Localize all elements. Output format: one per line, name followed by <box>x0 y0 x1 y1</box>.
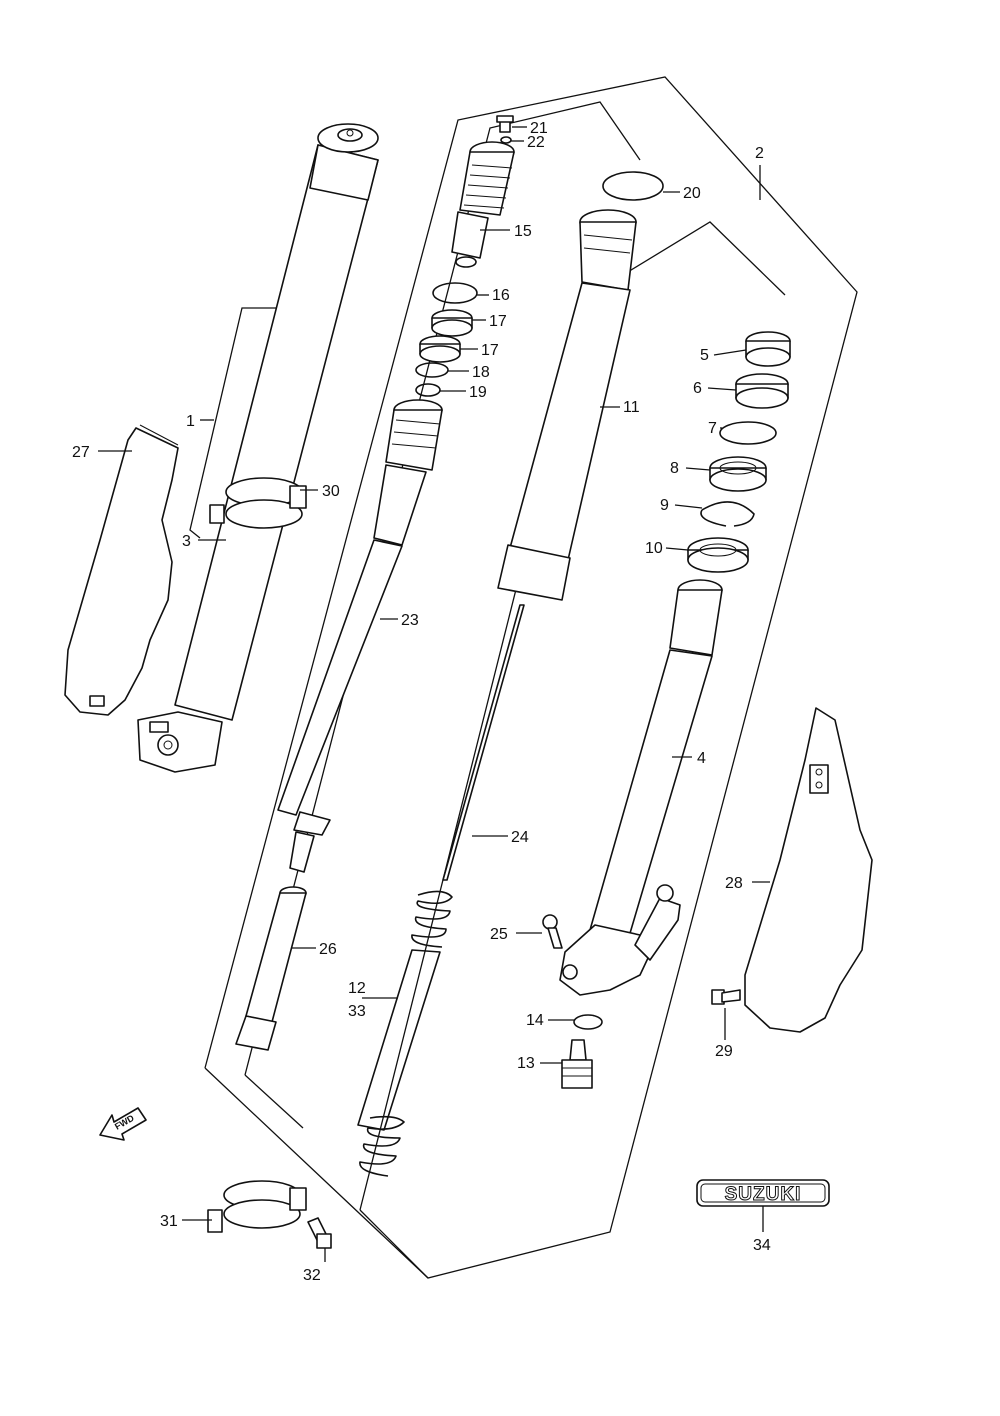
ring-19 <box>415 383 441 397</box>
bolt-29 <box>711 989 741 1005</box>
callout-20: 20 <box>683 185 701 202</box>
callout-10: 10 <box>645 540 663 557</box>
emblem-text: SUZUKI <box>725 1184 802 1205</box>
oil-seal-8 <box>709 456 767 492</box>
snap-ring-9 <box>700 501 755 527</box>
bolt-21 <box>496 115 514 133</box>
callout-2: 2 <box>755 145 764 162</box>
callout-29: 29 <box>715 1043 733 1060</box>
tube-26 <box>235 886 307 1051</box>
callout-23: 23 <box>401 612 419 629</box>
callout-30: 30 <box>322 483 340 500</box>
callout-labels: 1 2 3 4 5 6 7 8 9 10 11 12 33 13 14 15 1… <box>72 120 771 1284</box>
callout-27: 27 <box>72 444 90 461</box>
ring-18 <box>415 362 449 378</box>
leader-lines <box>98 126 770 1262</box>
callout-7: 7 <box>708 420 717 437</box>
callout-33: 33 <box>348 1003 366 1020</box>
dust-seal-10 <box>687 537 749 573</box>
fork-guard-left <box>64 424 179 716</box>
inner-tube-4 <box>559 579 723 996</box>
callout-19: 19 <box>469 384 487 401</box>
callout-8: 8 <box>670 460 679 477</box>
callout-32: 32 <box>303 1267 321 1284</box>
callout-12: 12 <box>348 980 366 997</box>
ring-16 <box>432 282 478 304</box>
washer-22 <box>500 136 512 144</box>
bushing-17-upper <box>431 309 473 337</box>
callout-25: 25 <box>490 926 508 943</box>
callout-34: 34 <box>753 1237 771 1254</box>
callout-11: 11 <box>623 399 640 416</box>
callout-3: 3 <box>182 533 191 550</box>
callout-5: 5 <box>700 347 709 364</box>
callout-28: 28 <box>725 875 743 892</box>
washer-7 <box>719 421 777 445</box>
fork-assembly-left <box>137 123 379 773</box>
o-ring-20 <box>602 171 664 201</box>
callout-17-lower: 17 <box>481 342 499 359</box>
bushing-17-lower <box>419 335 461 363</box>
callout-22: 22 <box>527 134 545 151</box>
callout-4: 4 <box>697 750 706 767</box>
callout-14: 14 <box>526 1012 544 1029</box>
cylinder-23 <box>277 399 443 873</box>
callout-26: 26 <box>319 941 337 958</box>
callout-18: 18 <box>472 364 490 381</box>
bolt-32 <box>307 1217 332 1249</box>
bushing-5 <box>745 331 791 367</box>
damper-assembly-15 <box>451 141 515 268</box>
callout-21: 21 <box>530 120 548 137</box>
fork-guard-right <box>744 707 873 1033</box>
bushing-6 <box>735 373 789 409</box>
callout-24: 24 <box>511 829 529 846</box>
forward-arrow-icon: FWD <box>99 1107 147 1141</box>
callout-17-upper: 17 <box>489 313 507 330</box>
callout-31: 31 <box>160 1213 178 1230</box>
callout-1: 1 <box>186 413 195 430</box>
fork-clamp-30 <box>209 477 307 529</box>
suzuki-emblem: SUZUKI <box>696 1179 830 1207</box>
bolt-13 <box>561 1039 593 1089</box>
callout-15: 15 <box>514 223 532 240</box>
callout-16: 16 <box>492 287 510 304</box>
callout-13: 13 <box>517 1055 535 1072</box>
rod-24 <box>442 604 525 881</box>
callout-6: 6 <box>693 380 702 397</box>
bleed-screw-25 <box>542 914 563 949</box>
clamp-31 <box>207 1180 307 1233</box>
outer-tube-11 <box>497 209 637 601</box>
callout-9: 9 <box>660 497 669 514</box>
o-ring-14 <box>573 1014 603 1030</box>
spring-12 <box>357 890 453 1177</box>
